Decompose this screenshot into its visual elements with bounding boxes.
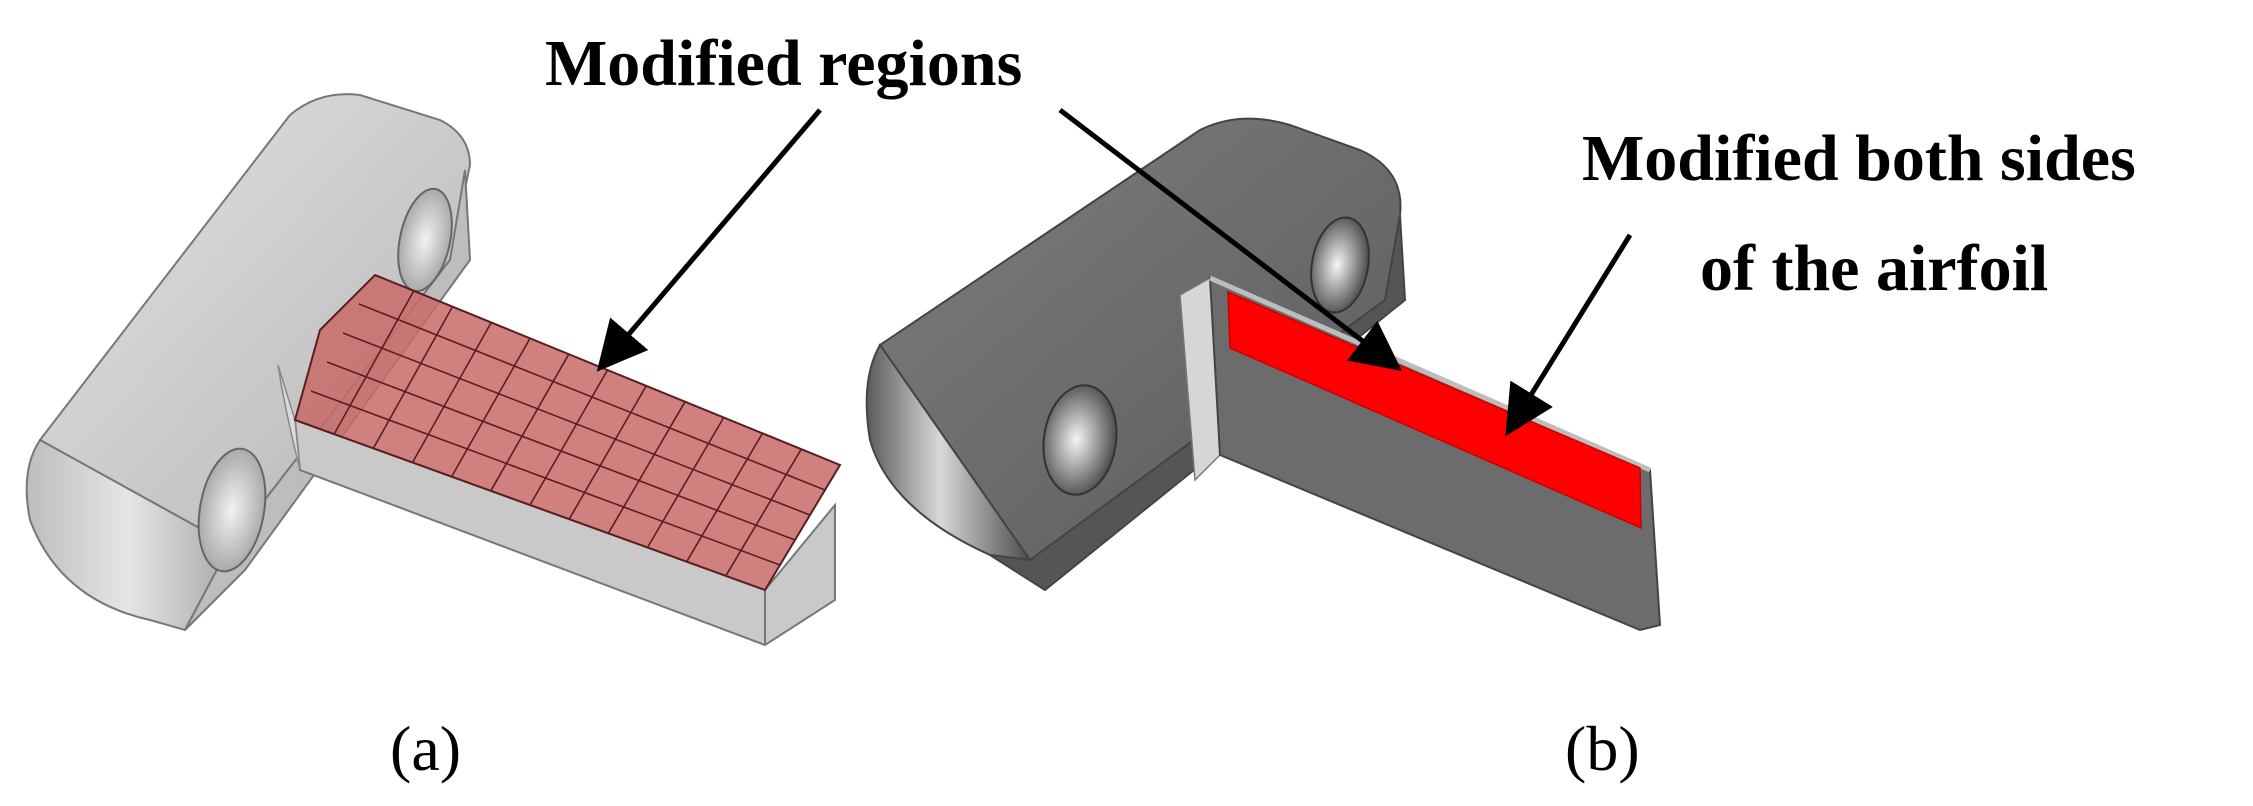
mesh-line bbox=[725, 448, 802, 577]
mesh-line bbox=[490, 353, 570, 492]
mesh-line bbox=[646, 417, 725, 548]
label-modified-both-line1: Modified both sides bbox=[1582, 122, 2136, 195]
label-modified-regions: Modified regions bbox=[545, 27, 1022, 100]
mesh-line bbox=[342, 332, 811, 516]
caption-a: (a) bbox=[390, 713, 461, 784]
label-modified-both-line2: of the airfoil bbox=[1700, 232, 2048, 305]
mesh-line bbox=[333, 290, 415, 435]
caption-b: (b) bbox=[1565, 713, 1640, 784]
mesh-line bbox=[685, 432, 764, 563]
mesh-line bbox=[326, 361, 796, 541]
mesh-line bbox=[450, 337, 531, 478]
cad-part-dark-icon bbox=[865, 117, 1662, 632]
mesh-line bbox=[529, 369, 609, 506]
arrow-regions-b bbox=[1058, 108, 1402, 372]
cad-part-light-icon bbox=[25, 93, 842, 647]
highlight-strip bbox=[1227, 290, 1642, 530]
mesh-line bbox=[568, 385, 647, 520]
mesh-line bbox=[358, 303, 826, 491]
mesh-grid bbox=[310, 290, 826, 577]
mesh-region bbox=[293, 273, 842, 592]
mesh-line bbox=[310, 390, 781, 566]
arrow-regions-a bbox=[596, 108, 822, 372]
annotation-arrows bbox=[596, 108, 1633, 437]
mesh-line bbox=[411, 322, 492, 463]
arrow-both-sides bbox=[1505, 233, 1633, 437]
mesh-line bbox=[372, 306, 454, 449]
mesh-line bbox=[607, 401, 686, 534]
